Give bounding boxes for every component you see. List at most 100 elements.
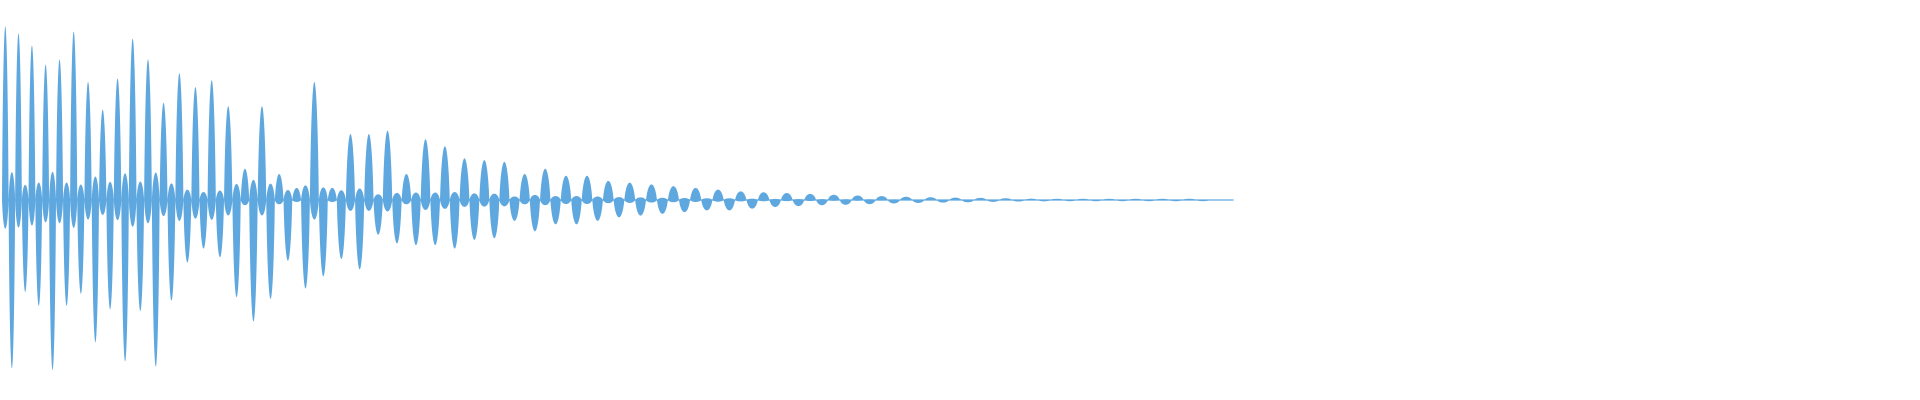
waveform-lobe xyxy=(780,193,793,202)
waveform-lobe xyxy=(257,106,267,216)
waveform-lobe xyxy=(529,194,541,232)
waveform-lobe xyxy=(15,33,22,228)
waveform-lobe xyxy=(550,195,561,225)
waveform-lobe xyxy=(936,199,950,203)
waveform-lobe xyxy=(28,45,36,226)
waveform-lobe xyxy=(489,193,500,239)
waveform-lobe xyxy=(1050,198,1064,201)
waveform-lobe xyxy=(519,173,530,205)
waveform-lobe xyxy=(1115,199,1129,202)
waveform-lobe xyxy=(827,194,840,201)
waveform-lobe xyxy=(392,192,402,244)
waveform-lobe xyxy=(175,73,184,221)
waveform-lobe xyxy=(420,139,431,211)
waveform-lobe xyxy=(792,198,805,207)
waveform-lobe xyxy=(839,199,852,205)
waveform-lobe xyxy=(77,184,85,294)
waveform-lobe xyxy=(499,161,510,207)
waveform-lobe xyxy=(84,81,92,220)
waveform-lobe xyxy=(144,59,152,224)
waveform-lobe xyxy=(961,199,975,203)
waveform-lobe xyxy=(712,189,724,202)
waveform-lobe xyxy=(98,109,107,215)
waveform-lobe xyxy=(613,197,625,218)
waveform-lobe xyxy=(875,196,888,201)
waveform-lobe xyxy=(345,134,356,211)
waveform-lobe xyxy=(804,193,817,202)
waveform-lobe xyxy=(602,180,614,204)
waveform-lobe xyxy=(667,186,679,203)
waveform-lobe xyxy=(63,182,71,306)
waveform-lobe xyxy=(430,192,441,246)
waveform-lobe xyxy=(1024,198,1038,201)
waveform-lobe xyxy=(336,190,346,260)
waveform-lobe xyxy=(1076,198,1090,201)
waveform-lobe xyxy=(1102,198,1116,201)
waveform-lobe xyxy=(136,181,145,312)
waveform-lobe xyxy=(309,81,319,220)
waveform-lobe xyxy=(283,189,293,261)
waveform-lobe xyxy=(769,198,781,207)
waveform-lobe xyxy=(21,184,29,292)
waveform-lobe xyxy=(49,171,57,371)
waveform-lobe xyxy=(509,196,520,221)
waveform-lobe xyxy=(373,194,383,235)
waveform-lobe xyxy=(266,183,275,299)
waveform-lobe xyxy=(560,175,572,205)
waveform-lobe xyxy=(240,168,250,206)
waveform-lobe xyxy=(624,182,636,203)
waveform-lobe xyxy=(635,197,647,216)
waveform-lobe xyxy=(678,197,691,213)
waveform-lobe xyxy=(106,181,114,310)
waveform-lobe xyxy=(364,134,374,211)
waveform-lobe xyxy=(224,106,233,216)
waveform-lobe xyxy=(986,199,1000,202)
waveform-lobe xyxy=(479,160,490,207)
waveform-lobe xyxy=(274,173,284,205)
waveform-lobe xyxy=(382,130,393,212)
waveform-lobe xyxy=(151,172,160,367)
waveform-lobe xyxy=(571,195,582,225)
waveform-lobe xyxy=(91,176,99,343)
waveform-lobe xyxy=(183,189,192,263)
waveform-lobe xyxy=(949,197,962,201)
waveform-lobe xyxy=(440,146,450,209)
waveform-lobe xyxy=(2,26,9,229)
waveform-lobe xyxy=(656,197,668,214)
waveform-lobe xyxy=(912,199,925,203)
waveform-lobe xyxy=(851,195,864,201)
waveform-lobe xyxy=(1063,199,1077,202)
waveform-lobe xyxy=(167,183,176,301)
waveform-lobe xyxy=(816,199,828,206)
waveform-lobe xyxy=(1196,199,1210,202)
waveform-lobe xyxy=(121,173,129,362)
waveform-lobe xyxy=(292,187,302,203)
waveform-lobe xyxy=(581,175,593,205)
waveform-lobe xyxy=(701,198,713,211)
waveform-lobes xyxy=(2,26,1234,371)
waveform-lobe xyxy=(1169,199,1183,202)
waveform-lobe xyxy=(735,191,747,202)
waveform-lobe xyxy=(42,64,50,223)
waveform-lobe xyxy=(974,197,987,201)
waveform-lobe xyxy=(592,196,603,221)
waveform-lobe xyxy=(1012,199,1025,202)
waveform-lobe xyxy=(757,192,770,202)
waveform-lobe xyxy=(301,185,310,289)
waveform-lobe xyxy=(318,187,328,277)
waveform-lobe xyxy=(449,191,460,249)
waveform-lobe xyxy=(8,172,16,369)
waveform-lobe xyxy=(1128,198,1143,201)
waveform-lobe xyxy=(215,190,225,258)
waveform-lobe xyxy=(199,191,208,249)
waveform-lobe xyxy=(469,193,480,240)
waveform-lobe xyxy=(128,38,137,227)
waveform-lobe xyxy=(924,197,937,201)
waveform-lobe xyxy=(1182,198,1197,201)
waveform-lobe xyxy=(232,183,241,298)
waveform-lobe xyxy=(746,198,758,209)
waveform-lobe xyxy=(723,198,736,211)
waveform-lobe xyxy=(207,80,216,220)
